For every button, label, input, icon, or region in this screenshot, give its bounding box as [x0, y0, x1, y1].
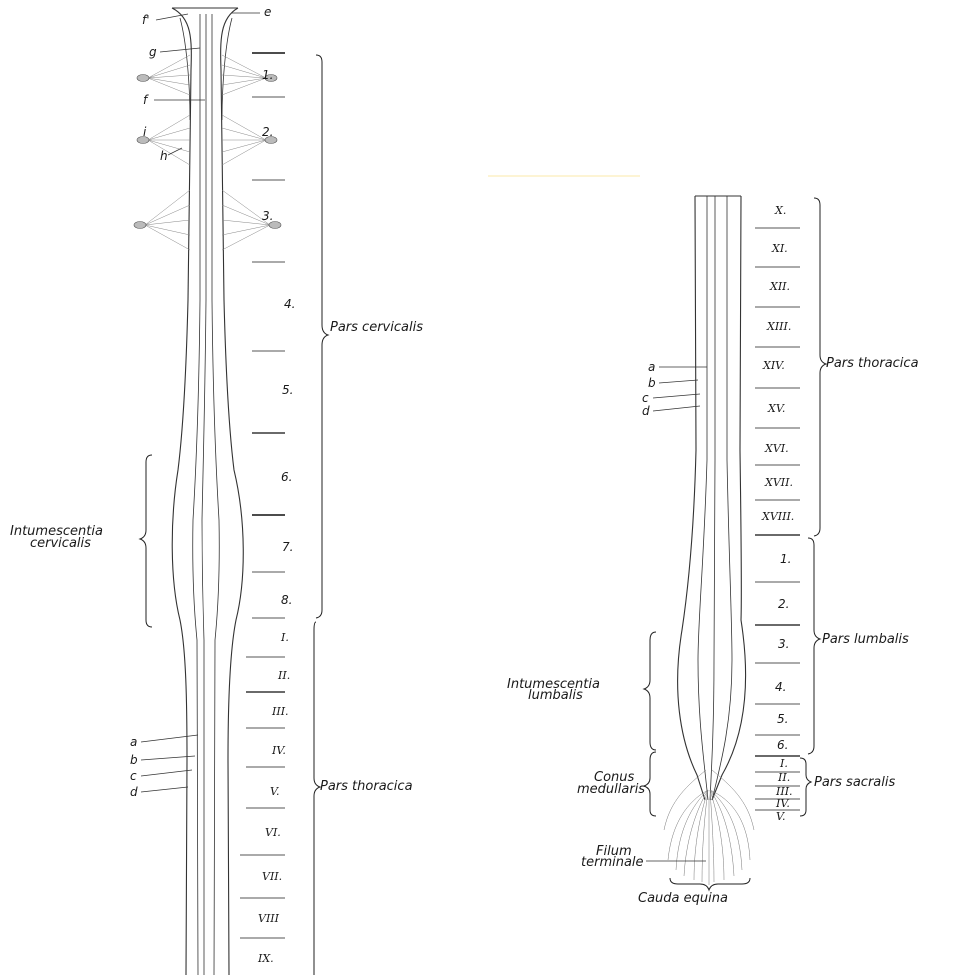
left-label-b: b — [130, 753, 138, 767]
right-thoracic-segment: XV. — [767, 402, 785, 415]
right-lumbar-segment: 2. — [778, 597, 789, 611]
left-thoracic-segment: III. — [271, 705, 289, 718]
right-label-b: b — [648, 376, 656, 390]
brace-pars-sacralis — [800, 758, 811, 816]
label-intumescentia-lumbalis-2: lumbalis — [528, 688, 583, 703]
left-cervical-segment: 8. — [281, 593, 292, 607]
left-thoracic-segment: I. — [280, 631, 289, 644]
brace-conus-medullaris — [644, 752, 656, 816]
left-top-labels: f' e g f i h — [142, 5, 271, 163]
right-label-a: a — [648, 360, 655, 374]
left-thoracic-segment: V. — [270, 785, 280, 798]
cauda-equina-fibers — [664, 770, 754, 885]
left-cervical-segment: 4. — [284, 297, 295, 311]
left-thoracic-segment: VI. — [265, 826, 281, 839]
left-thoracic-segment: II. — [277, 669, 290, 682]
left-cord-line-a — [193, 14, 200, 975]
label-cauda-equina: Cauda equina — [638, 891, 728, 906]
left-cervical-segment: 1. — [262, 68, 273, 82]
region-label-pars-sacralis: Pars sacralis — [814, 775, 895, 790]
brace-pars-thoracica-left — [314, 622, 320, 975]
region-label-pars-cervicalis: Pars cervicalis — [330, 320, 423, 335]
right-lumbar-segment: 3. — [778, 637, 789, 651]
right-thoracic-segment: X. — [774, 204, 786, 217]
right-sacral-numbers: I. II. III. IV. V. — [775, 757, 793, 823]
label-conus-medullaris-2: medullaris — [577, 782, 645, 797]
label-intumescentia-cervicalis-2: cervicalis — [30, 536, 91, 551]
left-cervical-numbers: 1. 2. 3. 4. 5. 6. 7. 8. — [262, 68, 295, 607]
brace-intumescentia-lumbalis — [644, 632, 656, 750]
left-thoracic-numbers: I. II. III. IV. V. VI. VII. VIII IX. — [257, 631, 290, 965]
right-lumbar-segment: 6. — [777, 738, 788, 752]
right-cord-outline-right — [712, 196, 746, 800]
right-letter-labels: a b c d — [642, 360, 707, 418]
left-ganglia — [134, 75, 281, 229]
region-label-pars-thoracica-left: Pars thoracica — [320, 779, 413, 794]
right-label-d: d — [642, 404, 650, 418]
left-thoracic-segment: IV. — [271, 744, 286, 757]
brace-pars-thoracica-right — [814, 198, 826, 536]
label-f: f — [143, 93, 149, 107]
left-cervical-segment: 7. — [282, 540, 293, 554]
brace-pars-cervicalis — [316, 55, 328, 618]
right-sacral-segment: I. — [779, 757, 788, 770]
left-label-c: c — [130, 769, 137, 783]
left-thoracic-segment: IX. — [257, 952, 274, 965]
right-thoracic-segment: XII. — [769, 280, 790, 293]
left-segment-ticks — [240, 53, 285, 938]
left-cervical-segment: 3. — [262, 209, 273, 223]
right-thoracic-segment: XVIII. — [761, 510, 794, 523]
right-thoracic-numbers: X. XI. XII. XIII. XIV. XV. XVI. XVII. XV… — [761, 204, 794, 523]
region-label-pars-thoracica-right: Pars thoracica — [826, 356, 919, 371]
label-g: g — [149, 45, 157, 59]
right-sacral-segment: V. — [776, 810, 786, 823]
right-thoracic-segment: XVI. — [764, 442, 789, 455]
right-thoracic-segment: XVII. — [764, 476, 793, 489]
left-thoracic-segment: VIII — [258, 912, 280, 925]
brace-cauda-equina — [670, 878, 750, 890]
brace-intumescentia-cervicalis — [140, 455, 152, 627]
right-lumbar-segment: 4. — [775, 680, 786, 694]
right-cord-outline-left — [678, 196, 705, 800]
right-label-c: c — [642, 391, 649, 405]
left-cord-line-b — [202, 14, 206, 975]
right-cord-line-a — [698, 196, 708, 800]
label-filum-terminale-2: terminale — [581, 855, 644, 870]
right-spinal-cord — [664, 196, 754, 885]
right-sacral-segment: IV. — [775, 797, 790, 810]
right-thoracic-segment: XI. — [771, 242, 788, 255]
right-lumbar-segment: 1. — [780, 552, 791, 566]
right-cord-line-b — [710, 196, 715, 800]
right-lumbar-segment: 5. — [777, 712, 788, 726]
label-e: e — [264, 5, 271, 19]
left-cord-line-c — [212, 14, 219, 975]
left-braces — [140, 55, 328, 975]
left-cord-outline-right — [221, 8, 244, 975]
left-letter-labels: a b c d — [130, 735, 198, 799]
left-cord-outline-left — [172, 8, 191, 975]
left-label-d: d — [130, 785, 138, 799]
left-cervical-segment: 6. — [281, 470, 292, 484]
right-thoracic-segment: XIII. — [766, 320, 791, 333]
left-cervical-segment: 5. — [282, 383, 293, 397]
left-spinal-cord — [134, 8, 281, 975]
left-cervical-segment: 2. — [262, 125, 273, 139]
right-thoracic-segment: XIV. — [762, 359, 785, 372]
brace-pars-lumbalis — [808, 538, 820, 754]
left-thoracic-segment: VII. — [262, 870, 282, 883]
left-label-a: a — [130, 735, 137, 749]
right-sacral-segment: II. — [777, 771, 790, 784]
region-label-pars-lumbalis: Pars lumbalis — [822, 632, 909, 647]
label-h: h — [160, 149, 168, 163]
label-f-prime: f' — [142, 13, 150, 27]
